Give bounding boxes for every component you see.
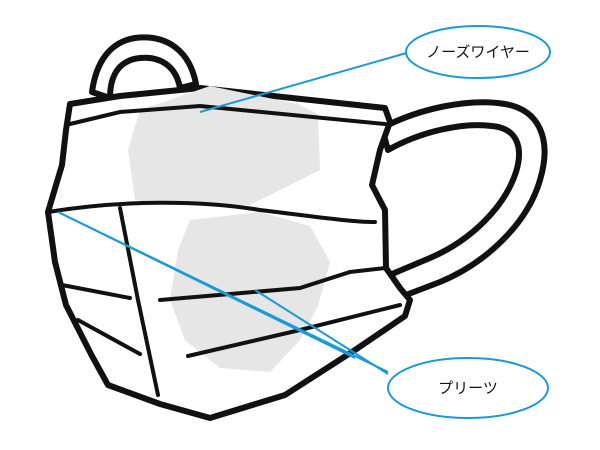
pleat-line [60,283,132,300]
front-ear-loop [379,99,548,301]
nose-wire-callout-line [199,51,411,113]
nose-wire-band [68,103,387,126]
pleats-callout: プリーツ [387,357,549,419]
nose-wire-callout: ノーズワイヤー [405,25,551,79]
nose-wire-callout-bubble [405,25,551,79]
pleat-top-edge [46,200,377,224]
pleats-label: プリーツ [438,379,498,397]
side-seam [118,206,160,397]
pleats-callout-bubble [387,357,549,419]
back-ear-loop [89,34,199,101]
nose-wire-shadow [128,86,320,205]
pleats-callout-line-2 [57,211,356,359]
pleat-line [76,318,142,356]
pleats-callout-line-3 [254,289,389,375]
pleat-line [158,266,387,302]
nose-wire-label: ノーズワイヤー [426,43,530,61]
